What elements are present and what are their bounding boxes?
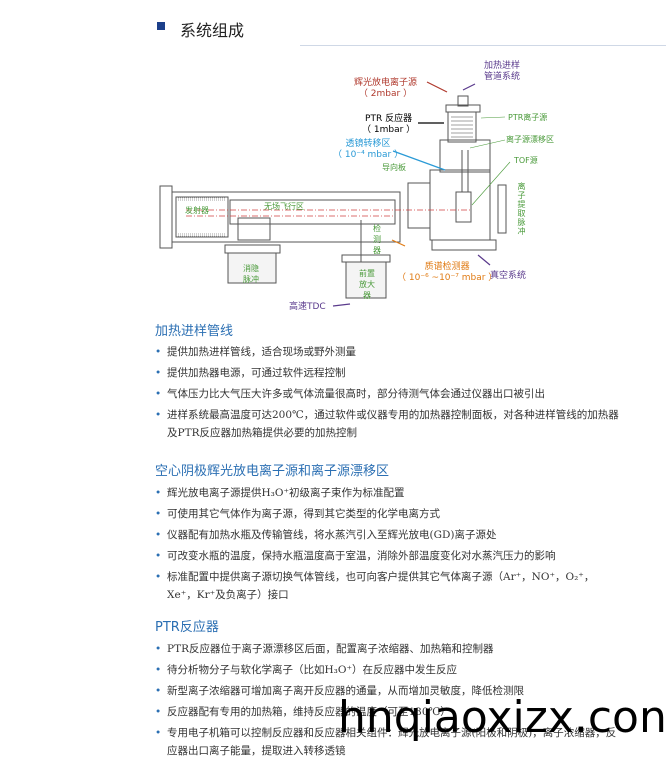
bullet-icon: • xyxy=(155,367,162,379)
list-item: • 辉光放电离子源提供H₃O⁺初级离子束作为标准配置 xyxy=(155,484,610,502)
system-diagram xyxy=(159,81,511,307)
label-tof-source: TOF源 xyxy=(514,156,538,165)
ptr-cap xyxy=(445,104,481,113)
bullet-icon: • xyxy=(155,664,162,676)
bullet-icon: • xyxy=(155,550,162,562)
list-item: • 气体压力比大气压大许多或气体流量很高时，部分待测气体会通过仪器出口被引出 xyxy=(155,385,610,403)
ptr-body xyxy=(447,111,477,143)
label-blanking-pulse: 消隐脉冲 xyxy=(243,264,259,284)
label-drift-zone: 离子源漂移区 xyxy=(506,135,554,144)
blanking-box xyxy=(227,252,277,284)
list-item-text: 辉光放电离子源提供H₃O⁺初级离子束作为标准配置 xyxy=(167,487,405,499)
list-item-text: 进样系统最高温度可达200℃，通过软件或仪器专用的加热器控制面板，对各种进样管线… xyxy=(167,409,619,439)
bullet-icon: • xyxy=(155,706,162,718)
label-tdc: 高速TDC xyxy=(289,302,326,312)
list-item-text: 仪器配有加热水瓶及传输管线，将水蒸汽引入至辉光放电(GD)离子源处 xyxy=(167,529,497,541)
preamp-mount xyxy=(341,254,391,263)
label-detector: 检测器 xyxy=(373,224,381,255)
chamber-main xyxy=(429,169,491,241)
label-lens-zone: 透镜转移区（ 10⁻⁴ mbar ） xyxy=(333,139,403,161)
label-field-free: 无场飞行区 xyxy=(264,202,304,211)
list-item-text: 标准配置中提供离子源切换气体管线，也可向客户提供其它气体离子源（Ar⁺，NO⁺，… xyxy=(167,571,595,601)
list-item-text: 气体压力比大气压大许多或气体流量很高时，部分待测气体会通过仪器出口被引出 xyxy=(167,388,545,400)
list-item: • 进样系统最高温度可达200℃，通过软件或仪器专用的加热器控制面板，对各种进样管… xyxy=(155,406,619,442)
blanking-mount xyxy=(224,244,281,254)
list-item: • 新型离子浓缩器可增加离子离开反应器的通量，从而增加灵敏度，降低检测限 xyxy=(155,682,610,700)
chamber-left xyxy=(407,182,431,229)
section-marker xyxy=(157,22,165,30)
list-item-text: 新型离子浓缩器可增加离子离开反应器的通量，从而增加灵敏度，降低检测限 xyxy=(167,685,524,697)
ptr-reactor-name: PTR 反应器 xyxy=(365,114,413,124)
divider xyxy=(300,45,666,46)
glow-source-name: 辉光放电离子源 xyxy=(354,78,418,88)
bullet-icon: • xyxy=(155,643,162,655)
right-flange xyxy=(497,184,507,234)
list-item: • 可改变水瓶的温度，保持水瓶温度高于室温，消除外部温度变化对水蒸汽压力的影响 xyxy=(155,547,610,565)
flight-tube xyxy=(171,191,401,243)
lens-zone-pressure: （ 10⁻⁴ mbar ） xyxy=(333,150,404,160)
bullet-icon: • xyxy=(155,529,162,541)
bullet-icon: • xyxy=(155,685,162,697)
bullet-icon: • xyxy=(155,487,162,499)
bullet-icon: • xyxy=(155,388,162,400)
glow-source-pressure: （ 2mbar ） xyxy=(358,89,413,99)
ms-detector-name: 质谱检测器 xyxy=(424,262,470,272)
list-item: • 标准配置中提供离子源切换气体管线，也可向客户提供其它气体离子源（Ar⁺，NO⁺… xyxy=(155,568,610,604)
list-item-text: 提供加热器电源，可通过软件远程控制 xyxy=(167,367,346,379)
section-heading-heated-inlet: 加热进样管线 xyxy=(155,324,234,339)
section-heading-ptr-reactor: PTR反应器 xyxy=(155,620,219,635)
bullet-icon: • xyxy=(155,346,162,358)
left-flange xyxy=(159,185,173,249)
chamber-upper xyxy=(439,139,491,173)
list-item: • 提供加热进样管线，适合现场或野外测量 xyxy=(155,343,610,361)
watermark: hnqiaoxizx.con xyxy=(338,692,666,743)
label-ptr-reactor: PTR 反应器（ 1mbar ） xyxy=(362,114,415,136)
list-item: • 可使用其它气体作为离子源，得到其它类型的化学电离方式 xyxy=(155,505,610,523)
list-item: • PTR反应器位于离子源漂移区后面，配置离子浓缩器、加热箱和控制器 xyxy=(155,640,610,658)
label-ms-detector: 质谱检测器（ 10⁻⁶ ~10⁻⁷ mbar ） xyxy=(397,262,497,284)
label-glow-source: 辉光放电离子源（ 2mbar ） xyxy=(354,78,417,100)
page-title: 系统组成 xyxy=(180,21,245,40)
bullet-icon: • xyxy=(155,508,162,520)
list-item: • 待分析物分子与软化学离子（比如H₃O⁺）在反应器中发生反应 xyxy=(155,661,610,679)
inlet-pipe xyxy=(457,95,469,107)
label-emitter: 发射器 xyxy=(185,206,209,215)
list-item-text: 专用电子机箱可以控制反应器和反应器相关组件：辉光放电离子源(阳极和阴极)，离子浓… xyxy=(167,727,617,757)
ms-detector-pressure: （ 10⁻⁶ ~10⁻⁷ mbar ） xyxy=(397,273,498,283)
label-vacuum: 真空系统 xyxy=(490,271,527,281)
ptr-reactor-pressure: （ 1mbar ） xyxy=(362,125,416,135)
label-preamp: 前置放大器 xyxy=(359,269,375,300)
list-item: • 反应器配有专用的加热箱，维持反应器的温度（可至130℃） xyxy=(155,703,610,721)
ion-beam xyxy=(186,209,470,217)
list-item-text: 待分析物分子与软化学离子（比如H₃O⁺）在反应器中发生反应 xyxy=(167,664,458,676)
list-item-text: 可使用其它气体作为离子源，得到其它类型的化学电离方式 xyxy=(167,508,440,520)
list-item: • 仪器配有加热水瓶及传输管线，将水蒸汽引入至辉光放电(GD)离子源处 xyxy=(155,526,610,544)
list-item-text: 反应器配有专用的加热箱，维持反应器的温度（可至130℃） xyxy=(167,706,451,718)
preamp-box xyxy=(345,261,387,299)
bullet-icon: • xyxy=(155,571,162,583)
label-ptr-ion-source: PTR离子源 xyxy=(508,113,548,122)
list-item: • 提供加热器电源，可通过软件远程控制 xyxy=(155,364,610,382)
bullet-icon: • xyxy=(155,409,162,421)
bullet-icon: • xyxy=(155,727,162,739)
label-heated-inlet: 加热进样管道系统 xyxy=(483,61,520,82)
list-item: • 专用电子机箱可以控制反应器和反应器相关组件：辉光放电离子源(阳极和阴极)，离子… xyxy=(155,724,616,760)
inner-tube xyxy=(229,199,396,225)
label-extract-pulse: 离子提取脉冲 xyxy=(517,182,526,236)
emitter-body xyxy=(175,196,229,238)
list-item-text: 可改变水瓶的温度，保持水瓶温度高于室温，消除外部温度变化对水蒸汽压力的影响 xyxy=(167,550,556,562)
list-item-text: PTR反应器位于离子源漂移区后面，配置离子浓缩器、加热箱和控制器 xyxy=(167,643,494,655)
lens-zone-name: 透镜转移区 xyxy=(345,139,391,149)
list-item-text: 提供加热进样管线，适合现场或野外测量 xyxy=(167,346,356,358)
reflector xyxy=(237,217,271,241)
label-guide-plate: 导向板 xyxy=(382,163,406,172)
section-heading-ion-source: 空心阴极辉光放电离子源和离子源漂移区 xyxy=(155,464,390,479)
bottom-flange xyxy=(431,239,497,251)
tof-stack xyxy=(455,191,472,223)
